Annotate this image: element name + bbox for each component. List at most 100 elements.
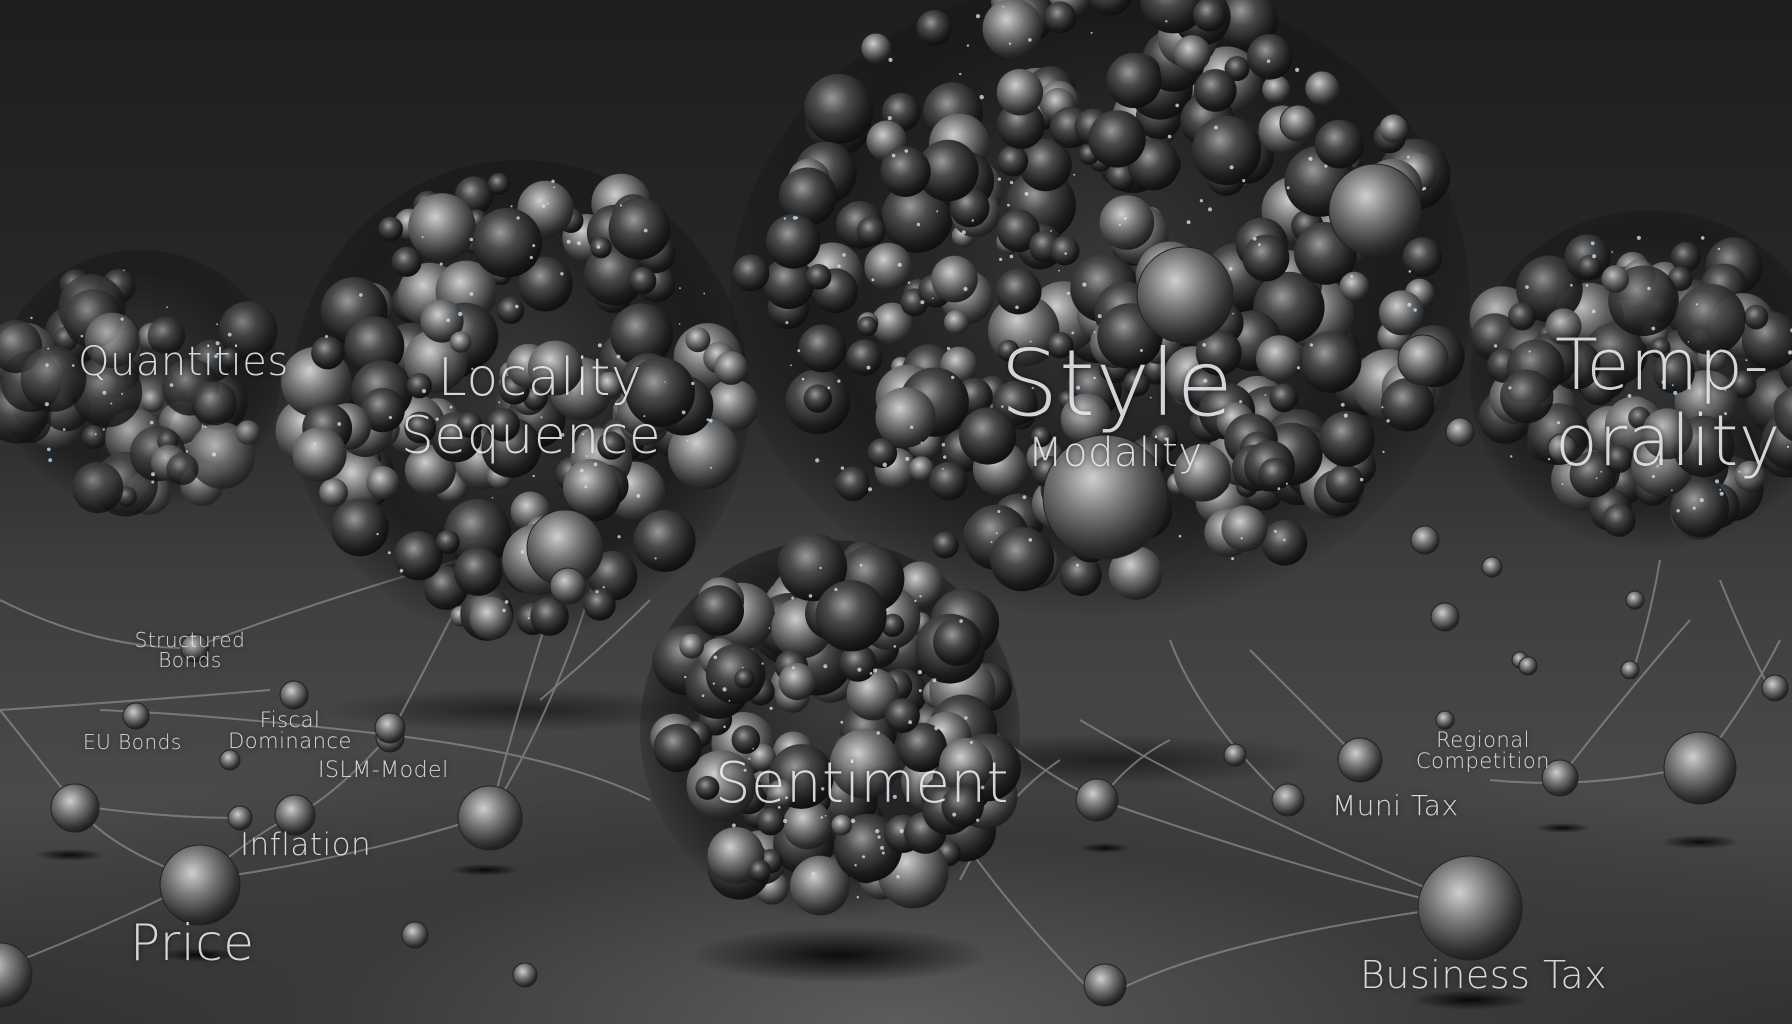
floating-node <box>1304 70 1340 106</box>
floating-node <box>1518 656 1538 676</box>
cluster-blob <box>931 531 959 559</box>
light-spark <box>1786 445 1790 448</box>
light-spark <box>560 272 564 276</box>
light-spark <box>876 731 880 735</box>
light-spark <box>1082 282 1087 287</box>
cluster-blob <box>584 243 646 306</box>
cluster-label-temporality: Temp- orality <box>1555 330 1781 476</box>
floating-node <box>1328 163 1422 257</box>
light-spark <box>1382 450 1385 453</box>
light-spark <box>684 675 687 679</box>
light-spark <box>120 317 124 321</box>
light-spark <box>1007 203 1010 207</box>
node-label-muni-tax: Muni Tax <box>1332 789 1459 822</box>
cluster-blob <box>1604 444 1633 474</box>
light-spark <box>769 706 773 710</box>
light-spark <box>1585 284 1589 287</box>
light-spark <box>811 871 816 876</box>
cluster-blob <box>679 633 704 659</box>
floating-node <box>1410 525 1440 555</box>
cluster-label-locality-line2: Sequence <box>400 406 662 466</box>
light-spark <box>1595 477 1598 480</box>
cluster-blob <box>835 466 871 501</box>
cluster-blob <box>856 216 886 246</box>
light-spark <box>654 557 657 560</box>
light-spark <box>1687 341 1690 343</box>
light-spark <box>1661 380 1666 385</box>
cluster-blob <box>331 498 389 557</box>
light-spark <box>1422 188 1425 191</box>
floating-node <box>512 962 538 988</box>
light-spark <box>579 468 584 473</box>
light-spark <box>904 149 909 153</box>
light-spark <box>961 230 966 235</box>
light-spark <box>966 44 970 47</box>
light-spark <box>102 428 105 431</box>
cluster-blob <box>734 668 755 689</box>
cluster-blob <box>804 74 874 144</box>
light-spark <box>1190 369 1195 374</box>
cluster-blob <box>1019 138 1072 192</box>
light-spark <box>932 678 937 683</box>
cluster-blob <box>1670 242 1701 273</box>
light-spark <box>850 818 856 824</box>
cluster-blob <box>1044 1 1077 34</box>
light-spark <box>842 253 846 257</box>
light-spark <box>166 306 169 308</box>
light-spark <box>469 292 474 296</box>
light-spark <box>44 402 50 407</box>
cluster-blob <box>1106 52 1162 109</box>
light-spark <box>1738 470 1741 473</box>
light-spark <box>1528 350 1531 353</box>
light-spark <box>1671 489 1673 492</box>
light-spark <box>1028 38 1032 42</box>
cluster-blob <box>1173 444 1232 502</box>
cluster-blob <box>897 722 947 773</box>
light-spark <box>325 335 328 338</box>
cluster-blob <box>714 351 748 385</box>
cluster-blob <box>748 859 771 882</box>
cluster-blob <box>1379 114 1408 143</box>
light-spark <box>1031 386 1034 390</box>
light-spark <box>664 381 666 383</box>
light-spark <box>1413 308 1417 312</box>
floating-node <box>1625 590 1645 610</box>
cluster-blob <box>469 596 513 640</box>
light-spark <box>871 278 875 282</box>
floating-node <box>1279 104 1317 142</box>
floating-node <box>1430 602 1460 632</box>
light-spark <box>728 700 731 702</box>
light-spark <box>1591 309 1596 314</box>
cluster-blob <box>996 69 1044 116</box>
cluster-blob <box>72 461 124 514</box>
light-spark <box>951 375 955 380</box>
cluster-blob <box>1743 304 1769 330</box>
cluster-blob <box>319 478 348 507</box>
light-spark <box>553 186 556 189</box>
light-spark <box>979 94 984 100</box>
light-spark <box>471 367 474 371</box>
light-spark <box>1264 394 1267 396</box>
light-spark <box>596 245 601 249</box>
light-spark <box>1175 103 1179 108</box>
light-spark <box>1360 477 1364 482</box>
floating-node <box>1435 710 1455 730</box>
light-spark <box>881 851 885 855</box>
cluster-blob <box>404 411 437 444</box>
floating-node <box>1271 783 1305 817</box>
cluster-blob <box>997 209 1040 253</box>
cluster-blob <box>1675 284 1746 355</box>
light-spark <box>421 236 424 238</box>
light-spark <box>854 864 857 867</box>
light-spark <box>123 269 125 272</box>
cluster-blob <box>311 336 345 370</box>
cluster-blob <box>982 0 1043 59</box>
cluster-blob <box>1641 408 1693 460</box>
cluster-blob <box>1602 503 1636 537</box>
cluster-label-locality-line1: Locality <box>437 348 643 408</box>
light-spark <box>1009 254 1014 259</box>
cluster-blob <box>1584 322 1648 385</box>
light-spark <box>823 664 828 669</box>
light-spark <box>1008 42 1012 45</box>
light-spark <box>1123 216 1127 221</box>
